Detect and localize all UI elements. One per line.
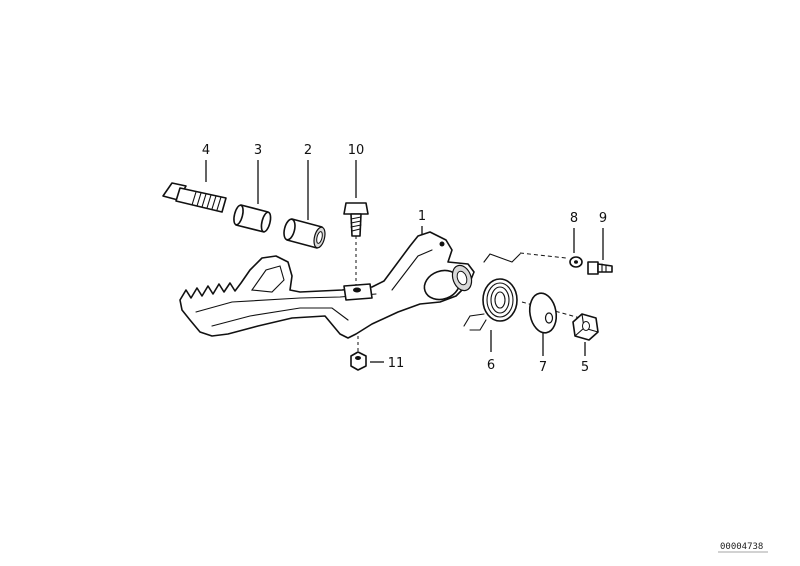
part-6-spring [463, 253, 521, 331]
callout-labels: 4 3 2 10 1 8 9 6 7 5 11 [202, 143, 607, 375]
axis-spring [519, 252, 567, 259]
part-9-screw [587, 261, 613, 275]
callout-6: 6 [487, 358, 495, 373]
callout-4: 4 [202, 143, 210, 158]
callout-1: 1 [418, 209, 426, 224]
callout-7: 7 [539, 360, 547, 375]
part-5-nut [572, 313, 599, 341]
part-8-small-washer [569, 256, 583, 268]
part-2-bushing [283, 218, 326, 249]
callout-10: 10 [348, 143, 365, 158]
callout-11: 11 [388, 356, 405, 371]
reference-number: 00004738 [720, 542, 763, 552]
callout-3: 3 [254, 143, 262, 158]
part-10-screw [343, 202, 369, 237]
callout-5: 5 [581, 360, 589, 375]
part-1-pedal-lever [179, 231, 475, 339]
callout-8: 8 [570, 211, 578, 226]
callout-9: 9 [599, 211, 607, 226]
part-3-bushing [233, 204, 272, 233]
part-4-bolt [162, 182, 227, 213]
callout-2: 2 [304, 143, 312, 158]
part-11-nut [350, 351, 367, 371]
part-7-washer [528, 292, 558, 334]
